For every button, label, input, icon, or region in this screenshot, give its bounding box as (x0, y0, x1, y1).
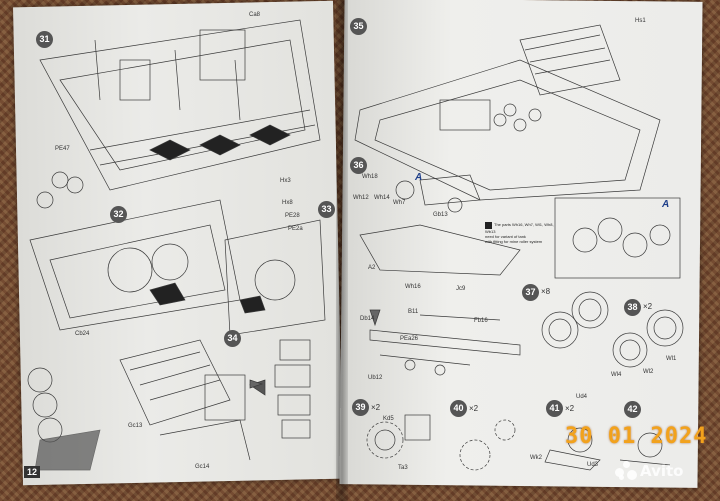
step-40-multiplier: ×2 (469, 404, 479, 413)
label-ud4: Ud4 (576, 394, 588, 400)
label-pe47: PE47 (55, 146, 70, 152)
label-a2: A2 (368, 265, 376, 271)
label-ca8: Ca8 (249, 12, 261, 18)
label-wh16: Wh16 (405, 284, 421, 290)
detail-a-box-marker: A (662, 199, 670, 210)
step-41-multiplier: ×2 (565, 404, 575, 413)
detail-a-marker: A (415, 172, 423, 183)
step-39-multiplier: ×2 (371, 403, 381, 412)
label-hx8: Hx8 (282, 200, 293, 206)
step-35-badge: 35 (350, 18, 367, 35)
label-ta3: Ta3 (398, 465, 408, 471)
label-kd5: Kd5 (383, 416, 394, 422)
watermark-text: Avito (640, 462, 684, 480)
step-33-badge: 33 (318, 201, 335, 218)
label-wl4: Wl4 (611, 372, 622, 378)
label-pe2a: PE2a (288, 226, 303, 232)
camera-date-stamp: 30 01 2024 (565, 424, 708, 449)
step-32-badge: 32 (110, 206, 127, 223)
label-db14: Db14 (360, 316, 375, 322)
label-wh7: Wh7 (393, 200, 406, 206)
label-wk2: Wk2 (530, 455, 542, 461)
label-fb16: Fb16 (474, 318, 488, 324)
note-line-2: need for variant of tank (485, 234, 526, 239)
label-ud3: Ud3 (587, 462, 599, 468)
step-40-badge: 40 (450, 400, 467, 417)
step-42-badge: 42 (624, 401, 641, 418)
label-wl2: Wl2 (643, 369, 654, 375)
step-38-badge: 38 (624, 299, 641, 316)
label-wh12: Wh12 (353, 195, 369, 201)
label-wl1: Wl1 (666, 356, 677, 362)
label-ub12: Ub12 (368, 375, 383, 381)
booklet-gutter (336, 0, 348, 501)
label-jc9: Jc9 (456, 286, 466, 292)
label-gc14: Gc14 (195, 464, 210, 470)
right-page-line-art (249, 24, 684, 471)
label-pea26: PEa26 (400, 336, 419, 342)
left-page-number: 12 (24, 466, 41, 478)
step-39-badge: 39 (352, 399, 369, 416)
note-line-3: with fitting for mine roller system (485, 239, 543, 244)
note-marker-icon (485, 222, 492, 229)
label-wh18: Wh18 (362, 174, 378, 180)
label-gc13: Gc13 (128, 423, 143, 429)
label-gb13: Gb13 (433, 212, 448, 218)
step-34-badge: 34 (224, 330, 241, 347)
step-37-multiplier: ×8 (541, 287, 551, 296)
step-31-badge: 31 (36, 31, 53, 48)
label-wh14: Wh14 (374, 195, 390, 201)
step-36-badge: 36 (350, 157, 367, 174)
label-b11: B11 (408, 309, 419, 315)
avito-watermark: Avito (615, 461, 683, 481)
label-pe28: PE28 (285, 213, 300, 219)
step-37-badge: 37 (522, 284, 539, 301)
step-41-badge: 41 (546, 400, 563, 417)
label-hx3: Hx3 (280, 178, 291, 184)
left-page-line-art (27, 19, 326, 471)
label-cb24: Cb24 (75, 331, 90, 337)
avito-logo-icon (615, 461, 637, 481)
note-line-1: The parts Wh16, Wh7, Wl1, Wh8, Wb13 (485, 222, 554, 234)
step-38-multiplier: ×2 (643, 302, 653, 311)
variant-note: The parts Wh16, Wh7, Wl1, Wh8, Wb13 need… (485, 222, 559, 244)
label-hs1: Hs1 (635, 18, 646, 24)
